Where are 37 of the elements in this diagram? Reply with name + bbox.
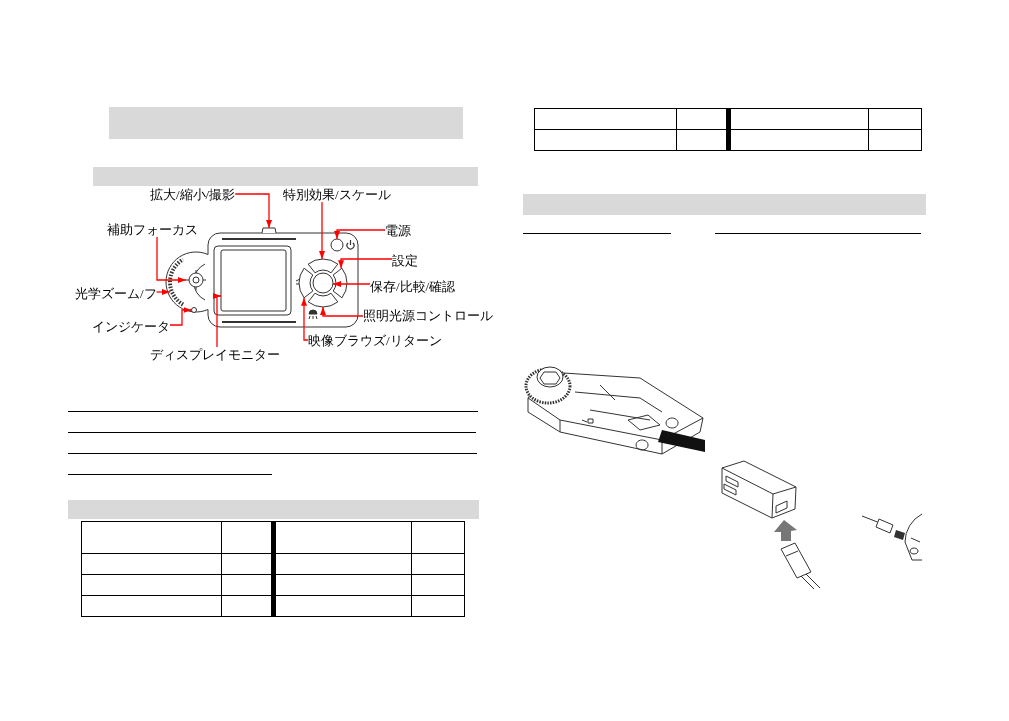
dpad-right-button: [332, 267, 348, 299]
leader-line: [169, 307, 193, 326]
leader-line: [334, 229, 386, 240]
callout-label: 拡大/縮小/撮影: [150, 187, 236, 202]
callout-label: 映像ブラウズ/リターン: [308, 333, 442, 348]
heading-bar: [93, 167, 478, 186]
leader-line: [234, 193, 272, 229]
dpad-up-button: [307, 258, 339, 274]
leader-line: [319, 201, 325, 260]
heading-bar: [68, 500, 479, 519]
leader-line: [301, 297, 309, 341]
leader-line: [320, 306, 364, 317]
callout-label: 特別効果/スケール: [283, 187, 391, 202]
zoom-ring: [168, 257, 185, 307]
leader-line: [338, 258, 393, 269]
callout-label: インジケータ: [92, 319, 170, 334]
callout-label: 電源: [385, 223, 411, 238]
leader-line: [332, 281, 371, 287]
callout-label: 補助フォーカス: [107, 222, 198, 237]
callout-label: 光学ズーム/フ: [75, 286, 157, 301]
heading-bar: [109, 107, 463, 139]
leader-line: [155, 289, 171, 295]
display-screen: [220, 249, 287, 312]
callout-label: 設定: [392, 253, 418, 268]
power-button: [330, 238, 344, 252]
indicator-light: [191, 307, 197, 313]
callout-label: 保存/比較/確認: [370, 279, 456, 294]
leader-line: [156, 236, 187, 283]
leader-line: [213, 293, 222, 348]
center-button: [312, 272, 334, 294]
top-button: [261, 227, 277, 234]
heading-bar: [523, 194, 926, 215]
focus-knob: [185, 269, 207, 291]
callout-label: ディスプレイモニター: [150, 347, 280, 362]
dpad-left-button: [298, 267, 314, 299]
dpad-down-button: [307, 292, 339, 308]
callout-label: 照明光源コントロール: [363, 308, 493, 323]
